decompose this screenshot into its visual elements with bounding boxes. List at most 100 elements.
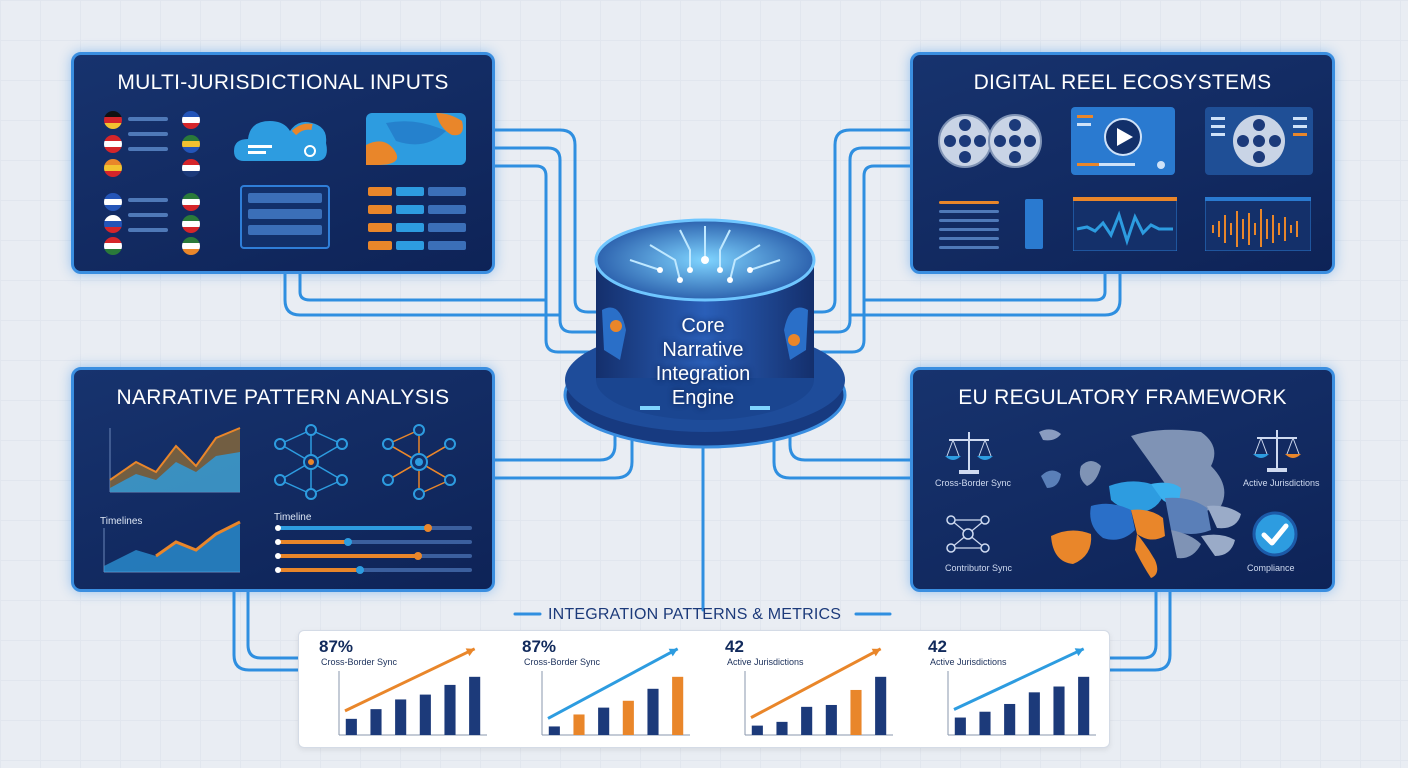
panel-title: MULTI-JURISDICTIONAL INPUTS bbox=[117, 71, 449, 94]
panel-title: NARRATIVE PATTERN ANALYSIS bbox=[116, 386, 450, 409]
metric-tile: 42 Active Jurisdictions bbox=[908, 635, 1103, 747]
timelines-label: Timelines bbox=[100, 516, 143, 527]
film-reel-icon bbox=[938, 114, 1042, 168]
record-list bbox=[240, 185, 330, 249]
metric-value: 87% bbox=[319, 637, 354, 656]
data-map-icon bbox=[366, 113, 466, 165]
metric-tile: 42 Active Jurisdictions bbox=[705, 635, 900, 747]
chart-bar bbox=[1028, 692, 1040, 735]
trend-arrow-head bbox=[871, 648, 881, 657]
metric-label: Cross-Border Sync bbox=[321, 657, 398, 667]
panel-title: EU REGULATORY FRAMEWORK bbox=[958, 386, 1287, 409]
scales-of-justice-icon bbox=[945, 432, 993, 474]
chart-bar bbox=[979, 711, 991, 735]
timeline-sliders bbox=[275, 524, 472, 574]
reel-player-icon bbox=[1205, 107, 1313, 175]
chart-bar bbox=[801, 706, 813, 735]
metric-bar-chart bbox=[744, 647, 893, 736]
chart-bar bbox=[751, 725, 763, 735]
trend-arrow-head bbox=[1074, 648, 1084, 657]
metric-bar-chart bbox=[338, 647, 487, 736]
timeline-label: Timeline bbox=[274, 512, 312, 523]
metric-label: Active Jurisdictions bbox=[930, 657, 1007, 667]
chart-bar bbox=[1053, 686, 1065, 735]
engine-label-line: Narrative bbox=[662, 339, 744, 361]
chart-bar bbox=[672, 676, 684, 735]
chart-bar bbox=[419, 694, 431, 735]
audio-waveform-icon bbox=[1205, 197, 1311, 251]
metric-tile: 87% Cross-Border Sync bbox=[299, 635, 494, 747]
panel-eu-regulatory-framework: EU REGULATORY FRAMEWORK Cross-Border Syn… bbox=[910, 367, 1335, 592]
chart-bar bbox=[345, 718, 357, 735]
flag-list-bars bbox=[128, 198, 168, 243]
flag-icon bbox=[182, 135, 200, 153]
metric-label: Cross-Border Sync bbox=[524, 657, 601, 667]
trend-line bbox=[547, 647, 679, 720]
network-graph-icon bbox=[274, 424, 348, 500]
tag-row bbox=[368, 241, 466, 250]
trend-arrow-head bbox=[668, 648, 678, 657]
contributor-sync-label: Contributor Sync bbox=[945, 563, 1013, 573]
chart-bar bbox=[850, 689, 862, 735]
cross-border-sync-label: Cross-Border Sync bbox=[935, 478, 1012, 488]
chart-bar bbox=[776, 721, 788, 735]
chart-bar bbox=[370, 709, 382, 735]
video-player-icon bbox=[1071, 107, 1175, 175]
check-icon bbox=[1252, 511, 1298, 557]
flag-icon bbox=[182, 111, 200, 129]
trend-arrow-head bbox=[465, 648, 475, 657]
chart-bar bbox=[622, 700, 634, 735]
flag-icon bbox=[104, 215, 122, 233]
flag-icon bbox=[104, 111, 122, 129]
flag-list-bars bbox=[128, 117, 168, 162]
trend-line bbox=[344, 647, 476, 713]
engine-label-line: Integration bbox=[655, 363, 751, 385]
flag-icon bbox=[182, 193, 200, 211]
chart-bar bbox=[825, 704, 837, 735]
metric-value: 87% bbox=[522, 637, 557, 656]
volume-bar bbox=[1025, 199, 1043, 249]
core-engine-cylinder bbox=[563, 218, 847, 449]
metrics-card: 87% Cross-Border Sync 87% Cross-Border S… bbox=[298, 630, 1110, 748]
metric-bar-chart bbox=[947, 647, 1096, 736]
chart-bar bbox=[469, 676, 481, 735]
chart-bar bbox=[548, 726, 560, 735]
trend-line bbox=[953, 647, 1085, 711]
panel-title: DIGITAL REEL ECOSYSTEMS bbox=[973, 71, 1272, 94]
panel-digital-reel-ecosystems: DIGITAL REEL ECOSYSTEMS bbox=[910, 52, 1335, 274]
metric-label: Active Jurisdictions bbox=[727, 657, 804, 667]
metric-bar-chart bbox=[541, 647, 690, 736]
chart-bar bbox=[573, 714, 585, 735]
active-jurisdictions-label: Active Jurisdictions bbox=[1243, 478, 1320, 488]
tag-row bbox=[368, 223, 466, 232]
chart-bar bbox=[395, 699, 407, 735]
chart-bar bbox=[444, 684, 456, 735]
scales-of-justice-icon bbox=[1253, 430, 1301, 472]
contributor-network-icon bbox=[946, 515, 990, 553]
chart-bar bbox=[875, 676, 887, 735]
panel-multi-jurisdictional-inputs: MULTI-JURISDICTIONAL INPUTS bbox=[71, 52, 495, 274]
chart-bar bbox=[598, 707, 610, 735]
metrics-section-title: INTEGRATION PATTERNS & METRICS bbox=[548, 606, 842, 623]
audio-waveform-icon bbox=[1073, 197, 1177, 251]
flag-icon bbox=[104, 159, 122, 177]
flag-icon bbox=[182, 159, 200, 177]
tag-row bbox=[368, 187, 466, 196]
metric-value: 42 bbox=[928, 637, 947, 656]
trend-line bbox=[750, 647, 882, 719]
compliance-label: Compliance bbox=[1247, 563, 1295, 573]
flag-icon bbox=[104, 135, 122, 153]
engine-label-line: Core bbox=[681, 315, 725, 337]
europe-map-icon bbox=[1039, 429, 1241, 578]
flag-icon bbox=[182, 237, 200, 255]
chart-bar bbox=[954, 717, 966, 735]
engine-label: Core Narrative Integration Engine bbox=[628, 314, 778, 410]
chart-bar bbox=[1004, 703, 1016, 735]
panel-narrative-pattern-analysis: NARRATIVE PATTERN ANALYSIS Timelines bbox=[71, 367, 495, 592]
flag-icon bbox=[182, 215, 200, 233]
tag-row bbox=[368, 205, 466, 214]
timelines-chart-icon bbox=[103, 520, 241, 573]
engine-label-line: Engine bbox=[671, 387, 735, 409]
metric-tile: 87% Cross-Border Sync bbox=[502, 635, 697, 747]
